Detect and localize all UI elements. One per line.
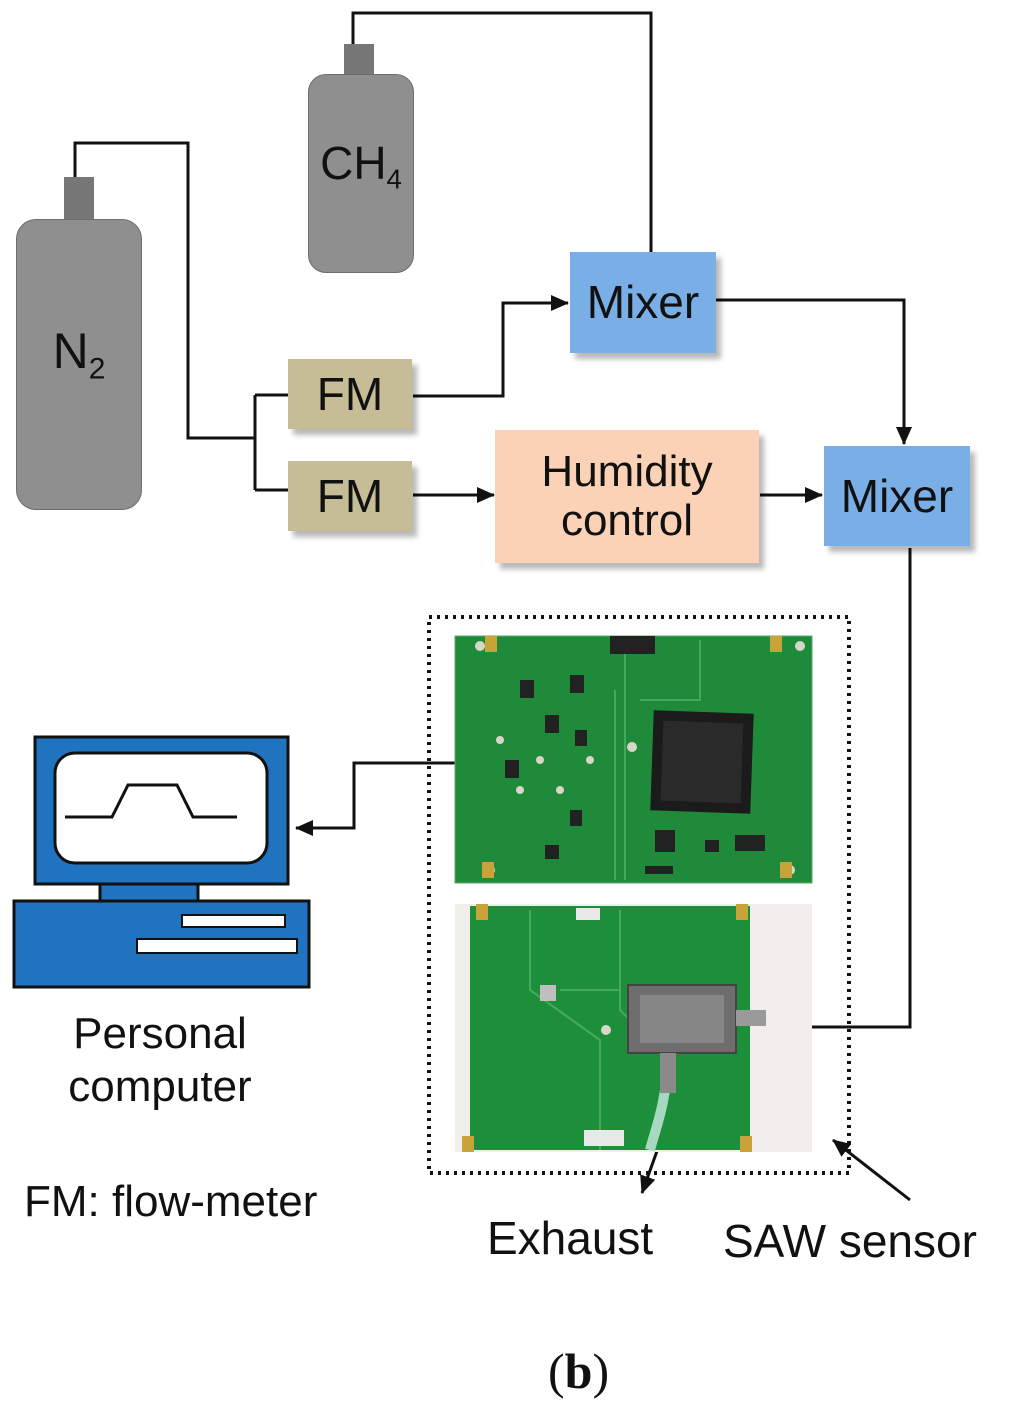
mixer-top-label: Mixer [586, 276, 700, 329]
computer-label-line2: computer [68, 1061, 252, 1111]
board-to-computer-arrow [295, 761, 455, 836]
saw-sensor-pointer-arrow [832, 1138, 911, 1202]
legend-text: FM: flow-meter [24, 1177, 318, 1226]
saw-sensor-label: SAW sensor [723, 1215, 977, 1267]
computer-label-line1: Personal [73, 1009, 247, 1058]
fm-top-to-mixer-arrow [413, 295, 569, 398]
gas-lines [73, 11, 653, 492]
flow-meter-bottom: FM [288, 461, 412, 531]
ch4-line [351, 11, 653, 252]
humidity-control-label-line2: control [560, 495, 694, 545]
n2-line [73, 141, 255, 440]
n2-cylinder-label: N2 [52, 323, 106, 386]
exhaust-label: Exhaust [487, 1212, 654, 1264]
humidity-control-label-line1: Humidity [541, 447, 713, 497]
flow-meter-bottom-label: FM [316, 469, 384, 522]
computer-icon [12, 735, 311, 989]
mixer-to-sensor-arrow [784, 548, 912, 1035]
n2-cylinder: N2 [16, 219, 142, 510]
saw-board-photo [455, 904, 812, 1152]
mixer-top-to-mixer-bottom-arrow [716, 298, 912, 445]
control-board-photo [454, 635, 813, 884]
mixer-bottom: Mixer [824, 446, 970, 546]
ch4-cylinder: CH4 [308, 74, 414, 273]
flow-meter-top-label: FM [316, 367, 384, 420]
ch4-valve-icon [344, 44, 374, 76]
panel-letter: b [564, 1343, 593, 1399]
humidity-control-box: Humidity control [495, 430, 759, 563]
flow-meter-top: FM [288, 359, 412, 429]
ch4-cylinder-label: CH4 [320, 136, 402, 195]
mixer-top: Mixer [570, 252, 716, 353]
n2-valve-icon [64, 177, 94, 219]
mixer-bottom-label: Mixer [840, 469, 954, 522]
computer-label: Personal computer [40, 1008, 280, 1114]
panel-label: (b) [548, 1343, 610, 1399]
sensor-enclosure [427, 615, 851, 1175]
